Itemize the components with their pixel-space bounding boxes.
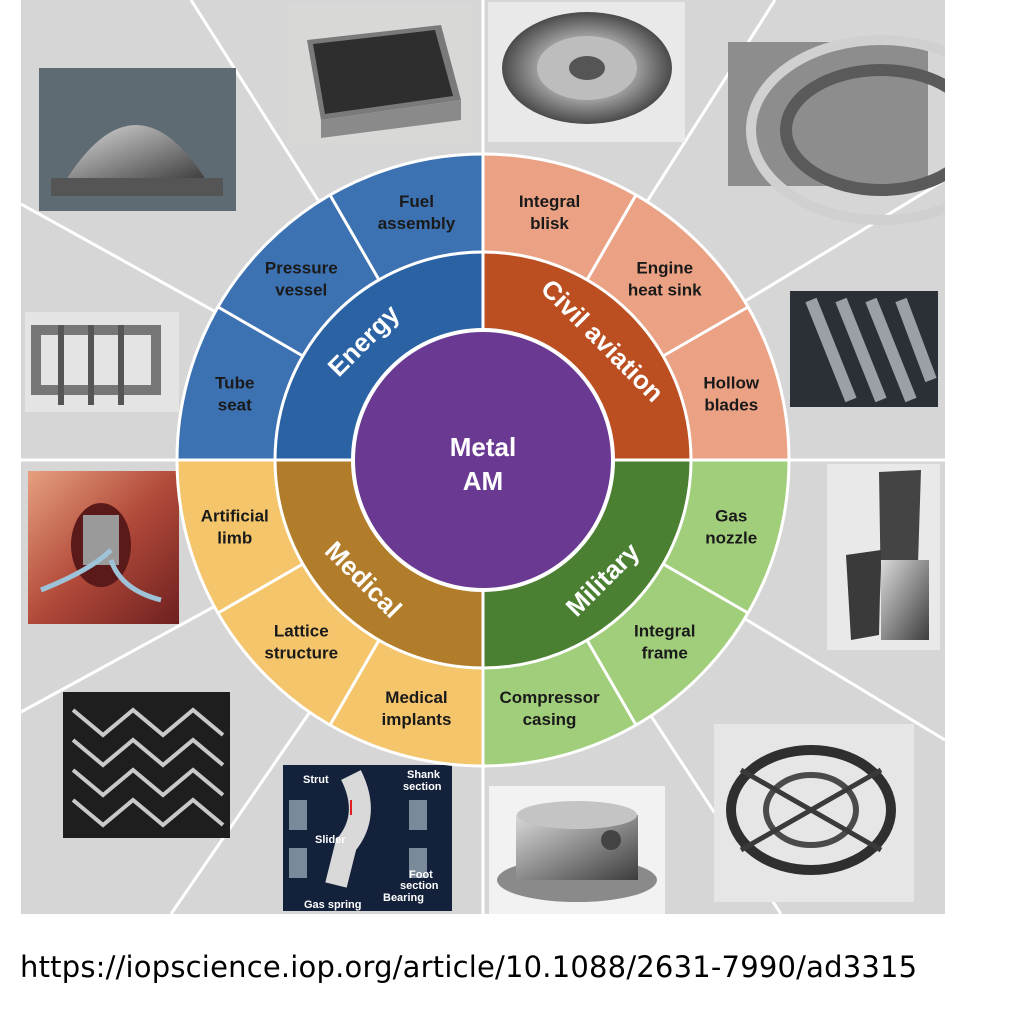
photo-dome-vessel bbox=[39, 68, 236, 211]
source-url[interactable]: https://iopscience.iop.org/article/10.10… bbox=[20, 950, 918, 984]
item-divider-civil-aviation-2 bbox=[662, 305, 749, 358]
photo-integral-blisk bbox=[488, 2, 685, 142]
center-label-line2: AM bbox=[463, 466, 503, 496]
label-foot-line1: Foot bbox=[409, 869, 433, 881]
center-label: Metal AM bbox=[450, 432, 516, 496]
label-strut: Strut bbox=[303, 774, 329, 786]
label-shank-line2: section bbox=[403, 781, 442, 793]
ring-boundary bbox=[273, 250, 693, 670]
label-foot-line2: section bbox=[400, 880, 439, 892]
photo-lattice-structure bbox=[63, 692, 230, 838]
inner-segment-civil-aviation bbox=[483, 252, 691, 460]
inner-ring bbox=[275, 252, 691, 668]
photo-medical-implant-surgery bbox=[28, 471, 179, 624]
photo-integral-frame bbox=[714, 724, 914, 902]
photo-compressor-casing bbox=[489, 786, 665, 914]
item-divider-military-1 bbox=[662, 562, 749, 615]
item-divider-medical-2 bbox=[217, 562, 304, 615]
outer-segment-civil-aviation bbox=[483, 154, 789, 460]
outer-boundary bbox=[175, 152, 791, 768]
photo-tube-seat bbox=[287, 3, 473, 143]
photo-pressure-vessel-assembly bbox=[25, 312, 179, 412]
inner-segment-military bbox=[483, 460, 691, 668]
outer-segment-medical bbox=[177, 460, 483, 766]
photo-gas-nozzle bbox=[827, 464, 940, 650]
center-disc bbox=[351, 328, 615, 592]
item-divider-medical-1 bbox=[328, 639, 381, 726]
label-slider: Slider bbox=[315, 834, 346, 846]
item-divider-military-2 bbox=[585, 639, 638, 726]
label-bearing: Bearing bbox=[383, 892, 424, 904]
center-label-line1: Metal bbox=[450, 432, 516, 462]
label-shank-line1: Shank bbox=[407, 769, 441, 781]
metal-am-applications-diagram: Strut Shank section Slider Foot section … bbox=[21, 0, 945, 914]
inner-segment-medical bbox=[275, 460, 483, 668]
inner-segment-energy bbox=[275, 252, 483, 460]
photo-engine-heat-sink bbox=[728, 35, 945, 225]
outer-segment-military bbox=[483, 460, 789, 766]
outer-segment-energy bbox=[177, 154, 483, 460]
ring-dividers bbox=[175, 152, 791, 768]
item-divider-civil-aviation-1 bbox=[585, 194, 638, 281]
label-gas-spring: Gas spring bbox=[304, 899, 361, 911]
item-divider-energy-2 bbox=[328, 194, 381, 281]
center-circle bbox=[351, 328, 615, 592]
item-divider-energy-1 bbox=[217, 305, 304, 358]
photo-artificial-limb: Strut Shank section Slider Foot section … bbox=[283, 765, 452, 911]
photo-hollow-blades bbox=[790, 291, 938, 407]
outer-ring bbox=[177, 154, 789, 766]
